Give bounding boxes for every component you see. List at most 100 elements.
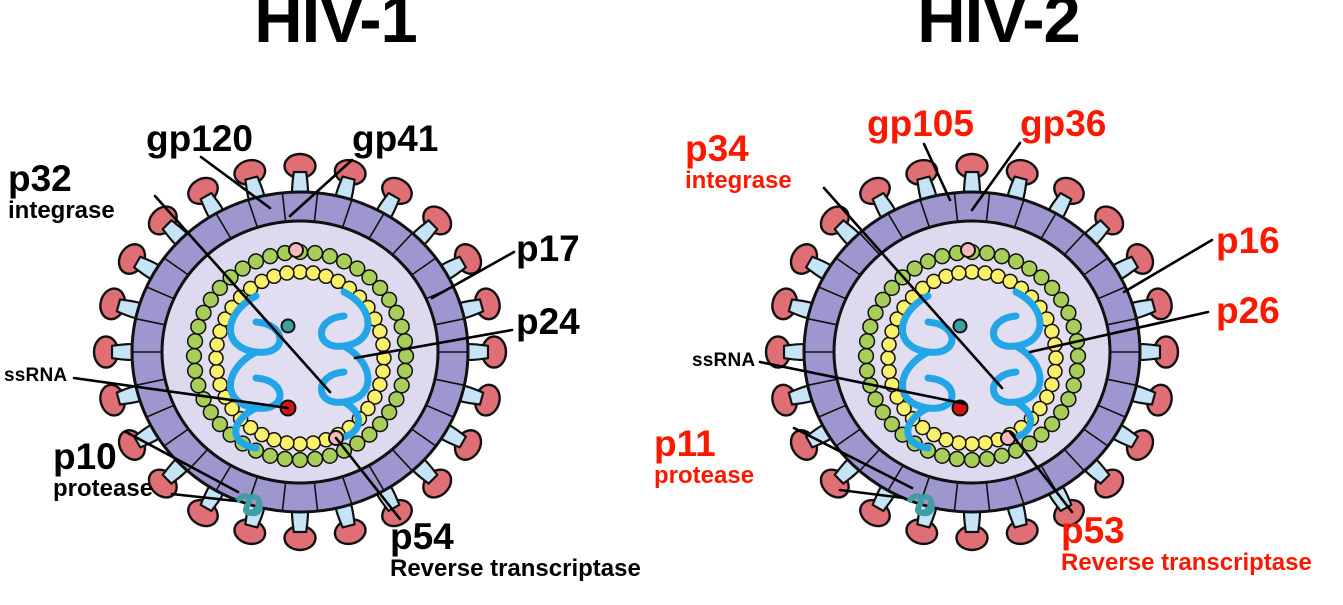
leader-ssrna xyxy=(758,360,968,406)
label-rt-p53: p53 Reverse transcriptase xyxy=(1061,510,1312,576)
bead xyxy=(190,318,207,335)
leader-gp41 xyxy=(288,158,354,218)
striation xyxy=(887,212,904,240)
striation xyxy=(411,428,437,447)
label-protease-p11: p11 protease xyxy=(654,423,755,489)
panel-title-hiv2: HIV-2 xyxy=(917,0,1081,57)
label-gp41: gp41 xyxy=(352,118,439,159)
bead xyxy=(951,435,967,451)
bead xyxy=(279,265,295,281)
bead xyxy=(211,415,229,433)
bead xyxy=(349,260,366,277)
leader-integrase xyxy=(153,194,332,394)
striation xyxy=(146,286,175,300)
label-capsid-p26: p26 xyxy=(1216,290,1280,331)
striation xyxy=(434,317,465,326)
striation xyxy=(818,286,847,300)
label-capsid-p24: p24 xyxy=(516,301,580,342)
bead xyxy=(1060,304,1077,321)
label-protease-p10: p10 protease xyxy=(53,436,154,502)
leader-p53 xyxy=(1008,430,1074,514)
bead xyxy=(906,260,923,277)
reverse-transcriptase-enzyme-dot xyxy=(1000,430,1016,446)
striation xyxy=(146,404,175,418)
bead xyxy=(1065,318,1082,335)
envelope-spike xyxy=(764,335,812,369)
leader-gp36 xyxy=(970,141,1022,212)
label-ssrna: ssRNA xyxy=(4,365,68,386)
bead xyxy=(335,253,353,270)
bead xyxy=(1053,291,1070,308)
bead xyxy=(874,291,891,308)
bead xyxy=(209,336,225,353)
panel-hiv2: HIV-2 gp105 gp36 p34 integrase p16 p26 s… xyxy=(654,0,1343,605)
bead xyxy=(202,404,219,421)
bead xyxy=(1043,415,1061,433)
virion-body xyxy=(92,152,508,552)
striation xyxy=(411,257,437,276)
striation xyxy=(887,464,904,492)
bead xyxy=(185,347,203,365)
bead xyxy=(292,264,308,280)
bead xyxy=(305,435,321,451)
striation xyxy=(313,192,319,222)
bead xyxy=(938,268,954,284)
bead xyxy=(1069,347,1087,365)
bead xyxy=(1053,404,1070,421)
virion-diagram-hiv2 xyxy=(758,141,1214,552)
bead xyxy=(222,269,239,286)
striation xyxy=(1106,378,1137,387)
bead xyxy=(1033,426,1050,443)
bead xyxy=(881,336,897,353)
bead xyxy=(1043,279,1061,297)
bead xyxy=(372,323,388,340)
bead xyxy=(1068,362,1086,379)
bead xyxy=(993,248,1011,265)
membrane-striations xyxy=(804,192,1140,512)
bead xyxy=(1060,391,1077,408)
striation xyxy=(391,448,413,472)
striation xyxy=(835,428,861,447)
bead xyxy=(1047,363,1063,380)
leader-gp120 xyxy=(199,155,272,210)
bead xyxy=(208,350,224,366)
bead xyxy=(186,362,204,379)
striation xyxy=(281,482,287,512)
bead xyxy=(321,248,339,265)
striation xyxy=(807,317,838,326)
bead xyxy=(914,419,931,436)
striation xyxy=(247,199,259,228)
bead xyxy=(388,304,405,321)
panel-title-hiv1: HIV-1 xyxy=(254,0,418,57)
bead xyxy=(266,268,282,284)
bead xyxy=(978,450,996,468)
striation xyxy=(215,464,232,492)
bead xyxy=(857,347,875,365)
striation xyxy=(1106,317,1137,326)
bead xyxy=(375,363,391,380)
striation xyxy=(425,404,454,418)
leader-p10 xyxy=(124,430,240,494)
bead xyxy=(371,279,389,297)
bead xyxy=(867,391,884,408)
bead xyxy=(951,265,967,281)
bead xyxy=(292,436,308,452)
label-ssrna: ssRNA xyxy=(692,350,756,371)
striation xyxy=(1063,448,1085,472)
bead xyxy=(1021,435,1038,452)
bead xyxy=(367,389,383,405)
striation xyxy=(859,448,881,472)
bead xyxy=(880,350,896,366)
striation xyxy=(985,192,991,222)
leader-p54 xyxy=(334,436,402,521)
virion-diagram-hiv1 xyxy=(72,152,516,552)
rna-strand xyxy=(227,288,372,452)
bead xyxy=(242,419,259,436)
label-gp120: gp120 xyxy=(146,118,253,159)
striation xyxy=(313,482,319,512)
striation xyxy=(135,378,166,387)
bead xyxy=(195,391,212,408)
bead xyxy=(964,264,980,280)
label-rt-p54: p54 Reverse transcriptase xyxy=(390,516,641,582)
bead xyxy=(349,435,366,452)
